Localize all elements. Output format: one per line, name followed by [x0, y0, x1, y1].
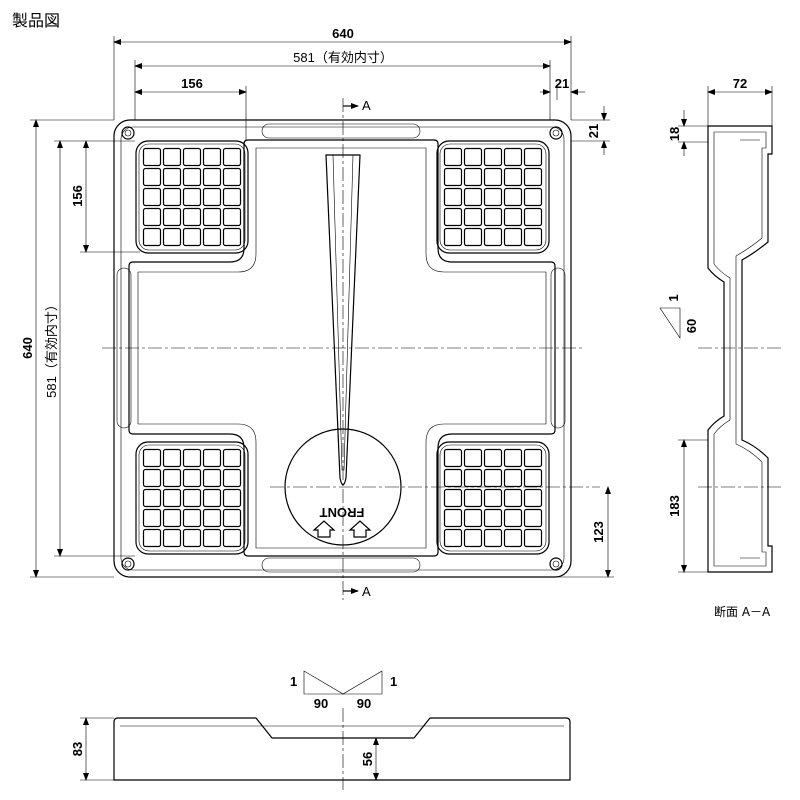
- tray-inner-outline: [120, 126, 565, 571]
- tray-floor-inner: [137, 147, 547, 549]
- dim-section-depth: 72: [733, 76, 747, 91]
- dim-angle-left-rise: 1: [290, 674, 297, 689]
- center-groove-inner: [332, 154, 354, 471]
- plan-dimensions: 640 581（有効内寸） 156 21 21 640 581（有効内寸）: [20, 26, 614, 578]
- tray-floor-outline: [128, 139, 556, 557]
- center-groove: [325, 154, 361, 486]
- drawing-title: 製品図: [12, 11, 60, 30]
- dim-outer-width: 640: [332, 26, 354, 41]
- dim-outer-height: 640: [20, 337, 35, 359]
- section-mark-top: A: [362, 98, 371, 113]
- plan-view: FRONT A A: [102, 98, 600, 600]
- dim-inner-width: 581（有効内寸）: [293, 50, 393, 65]
- foot-pad: [436, 140, 550, 254]
- section-caption: 断面 A－A: [714, 604, 771, 619]
- side-view: 83 56: [70, 708, 571, 790]
- dim-angle-left-run: 90: [314, 696, 328, 711]
- dim-pad-width: 156: [181, 76, 203, 91]
- dim-section-top: 18: [667, 127, 682, 141]
- slope-triangle: [659, 307, 681, 339]
- foot-pad: [135, 441, 249, 555]
- dim-rim-top: 21: [586, 124, 601, 138]
- foot-pad: [135, 140, 249, 254]
- dim-rim-right: 21: [555, 76, 569, 91]
- foot-pads: [135, 140, 550, 555]
- front-label: FRONT: [320, 505, 365, 520]
- angle-detail: 1 1 90 90: [290, 670, 397, 711]
- section-mark-bottom: A: [362, 584, 371, 599]
- dim-inner-height: 581（有効内寸）: [44, 298, 59, 398]
- section-profile-inner: [713, 131, 767, 567]
- foot-pad: [436, 441, 550, 555]
- front-arrow-icon: [312, 520, 372, 538]
- tray-outline: [113, 119, 572, 578]
- dim-section-bottom: 183: [667, 495, 682, 517]
- section-profile-outer: [707, 125, 773, 573]
- dim-bottom-recess: 56: [360, 752, 375, 766]
- dim-front-offset: 123: [591, 521, 606, 543]
- dim-slope-run: 60: [684, 319, 699, 333]
- section-view: 72 18 1 60 183 断面 A－A: [659, 76, 782, 619]
- dim-slope-rise: 1: [666, 294, 681, 301]
- dim-angle-right-rise: 1: [390, 674, 397, 689]
- corner-holes: [121, 126, 563, 571]
- side-profile: [113, 717, 571, 781]
- dim-bottom-height: 83: [70, 742, 85, 756]
- dim-angle-right-run: 90: [357, 696, 371, 711]
- dim-pad-height: 156: [70, 185, 85, 207]
